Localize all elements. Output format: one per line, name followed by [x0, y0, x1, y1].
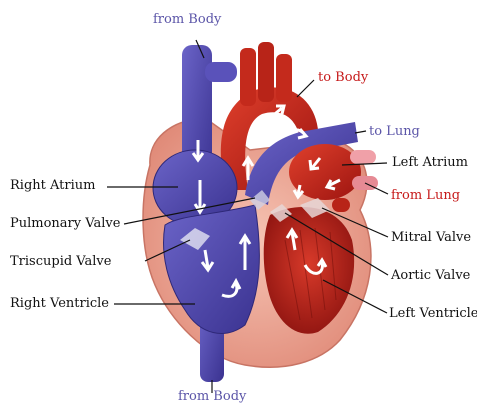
label-triscupid-valve: Triscupid Valve	[10, 254, 111, 270]
aorta-branch-3	[276, 54, 292, 102]
label-to-lung: to Lung	[369, 124, 420, 140]
aorta-branch-2	[258, 42, 274, 102]
label-right-ventricle: Right Ventricle	[10, 296, 109, 312]
label-from-lung: from Lung	[391, 188, 460, 204]
pulmonary-vein-1	[350, 150, 376, 164]
vena-cava-branch	[205, 62, 237, 82]
pulmonary-vein-3	[332, 198, 350, 212]
label-aortic-valve: Aortic Valve	[391, 268, 470, 284]
pointer-to-lung	[355, 131, 366, 133]
label-from-body-bottom: from Body	[178, 389, 246, 405]
label-pulmonary-valve: Pulmonary Valve	[10, 216, 120, 232]
label-left-ventricle: Left Ventricle	[389, 306, 477, 322]
label-from-body-top: from Body	[153, 12, 221, 28]
label-left-atrium: Left Atrium	[392, 155, 468, 171]
label-to-body: to Body	[318, 70, 368, 86]
pointer-to-body	[297, 80, 314, 97]
label-mitral-valve: Mitral Valve	[391, 230, 471, 246]
label-right-atrium: Right Atrium	[10, 178, 95, 194]
aorta-branch-1	[240, 48, 256, 106]
